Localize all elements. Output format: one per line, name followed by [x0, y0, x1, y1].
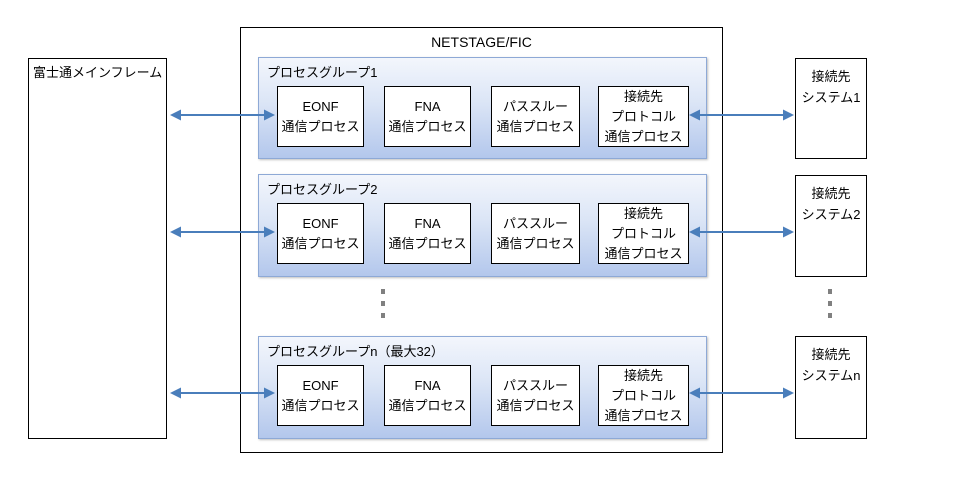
- passthrough-process-box: パススルー 通信プロセス: [491, 365, 580, 426]
- destination-system-n: 接続先 システムn: [795, 336, 867, 439]
- process-line: プロトコル: [610, 108, 676, 124]
- eonf-process-box: EONF 通信プロセス: [277, 86, 364, 147]
- netstage-title: NETSTAGE/FIC: [431, 34, 532, 50]
- mainframe-box: 富士通メインフレーム: [28, 58, 167, 439]
- ellipsis-dot: [828, 289, 832, 294]
- process-line: 接続先: [623, 367, 663, 383]
- process-line: 通信プロセス: [496, 235, 575, 251]
- process-line: EONF: [302, 377, 339, 393]
- eonf-process-box: EONF 通信プロセス: [277, 203, 364, 264]
- passthrough-process-box: パススルー 通信プロセス: [491, 86, 580, 147]
- process-line: EONF: [302, 98, 339, 114]
- fna-process-box: FNA 通信プロセス: [384, 203, 471, 264]
- process-line: FNA: [414, 377, 441, 393]
- fna-process-box: FNA 通信プロセス: [384, 86, 471, 147]
- process-line: 通信プロセス: [281, 397, 360, 413]
- process-line: 通信プロセス: [388, 397, 467, 413]
- process-line: 通信プロセス: [604, 245, 683, 261]
- passthrough-process-box: パススルー 通信プロセス: [491, 203, 580, 264]
- system-line: 接続先: [811, 347, 851, 362]
- process-line: 通信プロセス: [281, 118, 360, 134]
- process-line: パススルー: [502, 377, 568, 393]
- process-line: EONF: [302, 215, 339, 231]
- process-line: パススルー: [502, 215, 568, 231]
- system-line: システム1: [801, 90, 861, 105]
- ellipsis-dot: [381, 289, 385, 294]
- process-line: 通信プロセス: [604, 407, 683, 423]
- system-line: システムn: [801, 368, 861, 383]
- system-line: 接続先: [811, 186, 851, 201]
- process-group-n: プロセスグループn（最大32） EONF 通信プロセス FNA 通信プロセス パ…: [258, 336, 707, 439]
- process-line: パススルー: [502, 98, 568, 114]
- process-line: プロトコル: [610, 225, 676, 241]
- ellipsis-dot: [381, 301, 385, 306]
- process-line: FNA: [414, 215, 441, 231]
- process-group-label: プロセスグループ2: [267, 182, 378, 197]
- process-line: FNA: [414, 98, 441, 114]
- protocol-process-box: 接続先 プロトコル 通信プロセス: [598, 365, 689, 426]
- destination-system-2: 接続先 システム2: [795, 175, 867, 277]
- process-line: 通信プロセス: [281, 235, 360, 251]
- fna-process-box: FNA 通信プロセス: [384, 365, 471, 426]
- ellipsis-dot: [828, 313, 832, 318]
- process-line: 通信プロセス: [496, 118, 575, 134]
- process-line: 通信プロセス: [496, 397, 575, 413]
- process-group-1: プロセスグループ1 EONF 通信プロセス FNA 通信プロセス パススルー 通…: [258, 57, 707, 159]
- system-line: 接続先: [811, 69, 851, 84]
- ellipsis-dot: [828, 301, 832, 306]
- protocol-process-box: 接続先 プロトコル 通信プロセス: [598, 203, 689, 264]
- system-label: 接続先 システム2: [796, 183, 866, 225]
- process-line: プロトコル: [610, 387, 676, 403]
- process-line: 接続先: [623, 205, 663, 221]
- mainframe-label: 富士通メインフレーム: [33, 65, 163, 80]
- process-group-label: プロセスグループ1: [267, 65, 378, 80]
- system-line: システム2: [801, 207, 861, 222]
- process-group-2: プロセスグループ2 EONF 通信プロセス FNA 通信プロセス パススルー 通…: [258, 174, 707, 277]
- process-line: 通信プロセス: [388, 118, 467, 134]
- eonf-process-box: EONF 通信プロセス: [277, 365, 364, 426]
- system-label: 接続先 システムn: [796, 344, 866, 386]
- process-line: 通信プロセス: [604, 128, 683, 144]
- process-line: 通信プロセス: [388, 235, 467, 251]
- protocol-process-box: 接続先 プロトコル 通信プロセス: [598, 86, 689, 147]
- process-line: 接続先: [623, 88, 663, 104]
- system-label: 接続先 システム1: [796, 66, 866, 108]
- destination-system-1: 接続先 システム1: [795, 58, 867, 159]
- ellipsis-dot: [381, 313, 385, 318]
- process-group-label: プロセスグループn（最大32）: [267, 344, 444, 359]
